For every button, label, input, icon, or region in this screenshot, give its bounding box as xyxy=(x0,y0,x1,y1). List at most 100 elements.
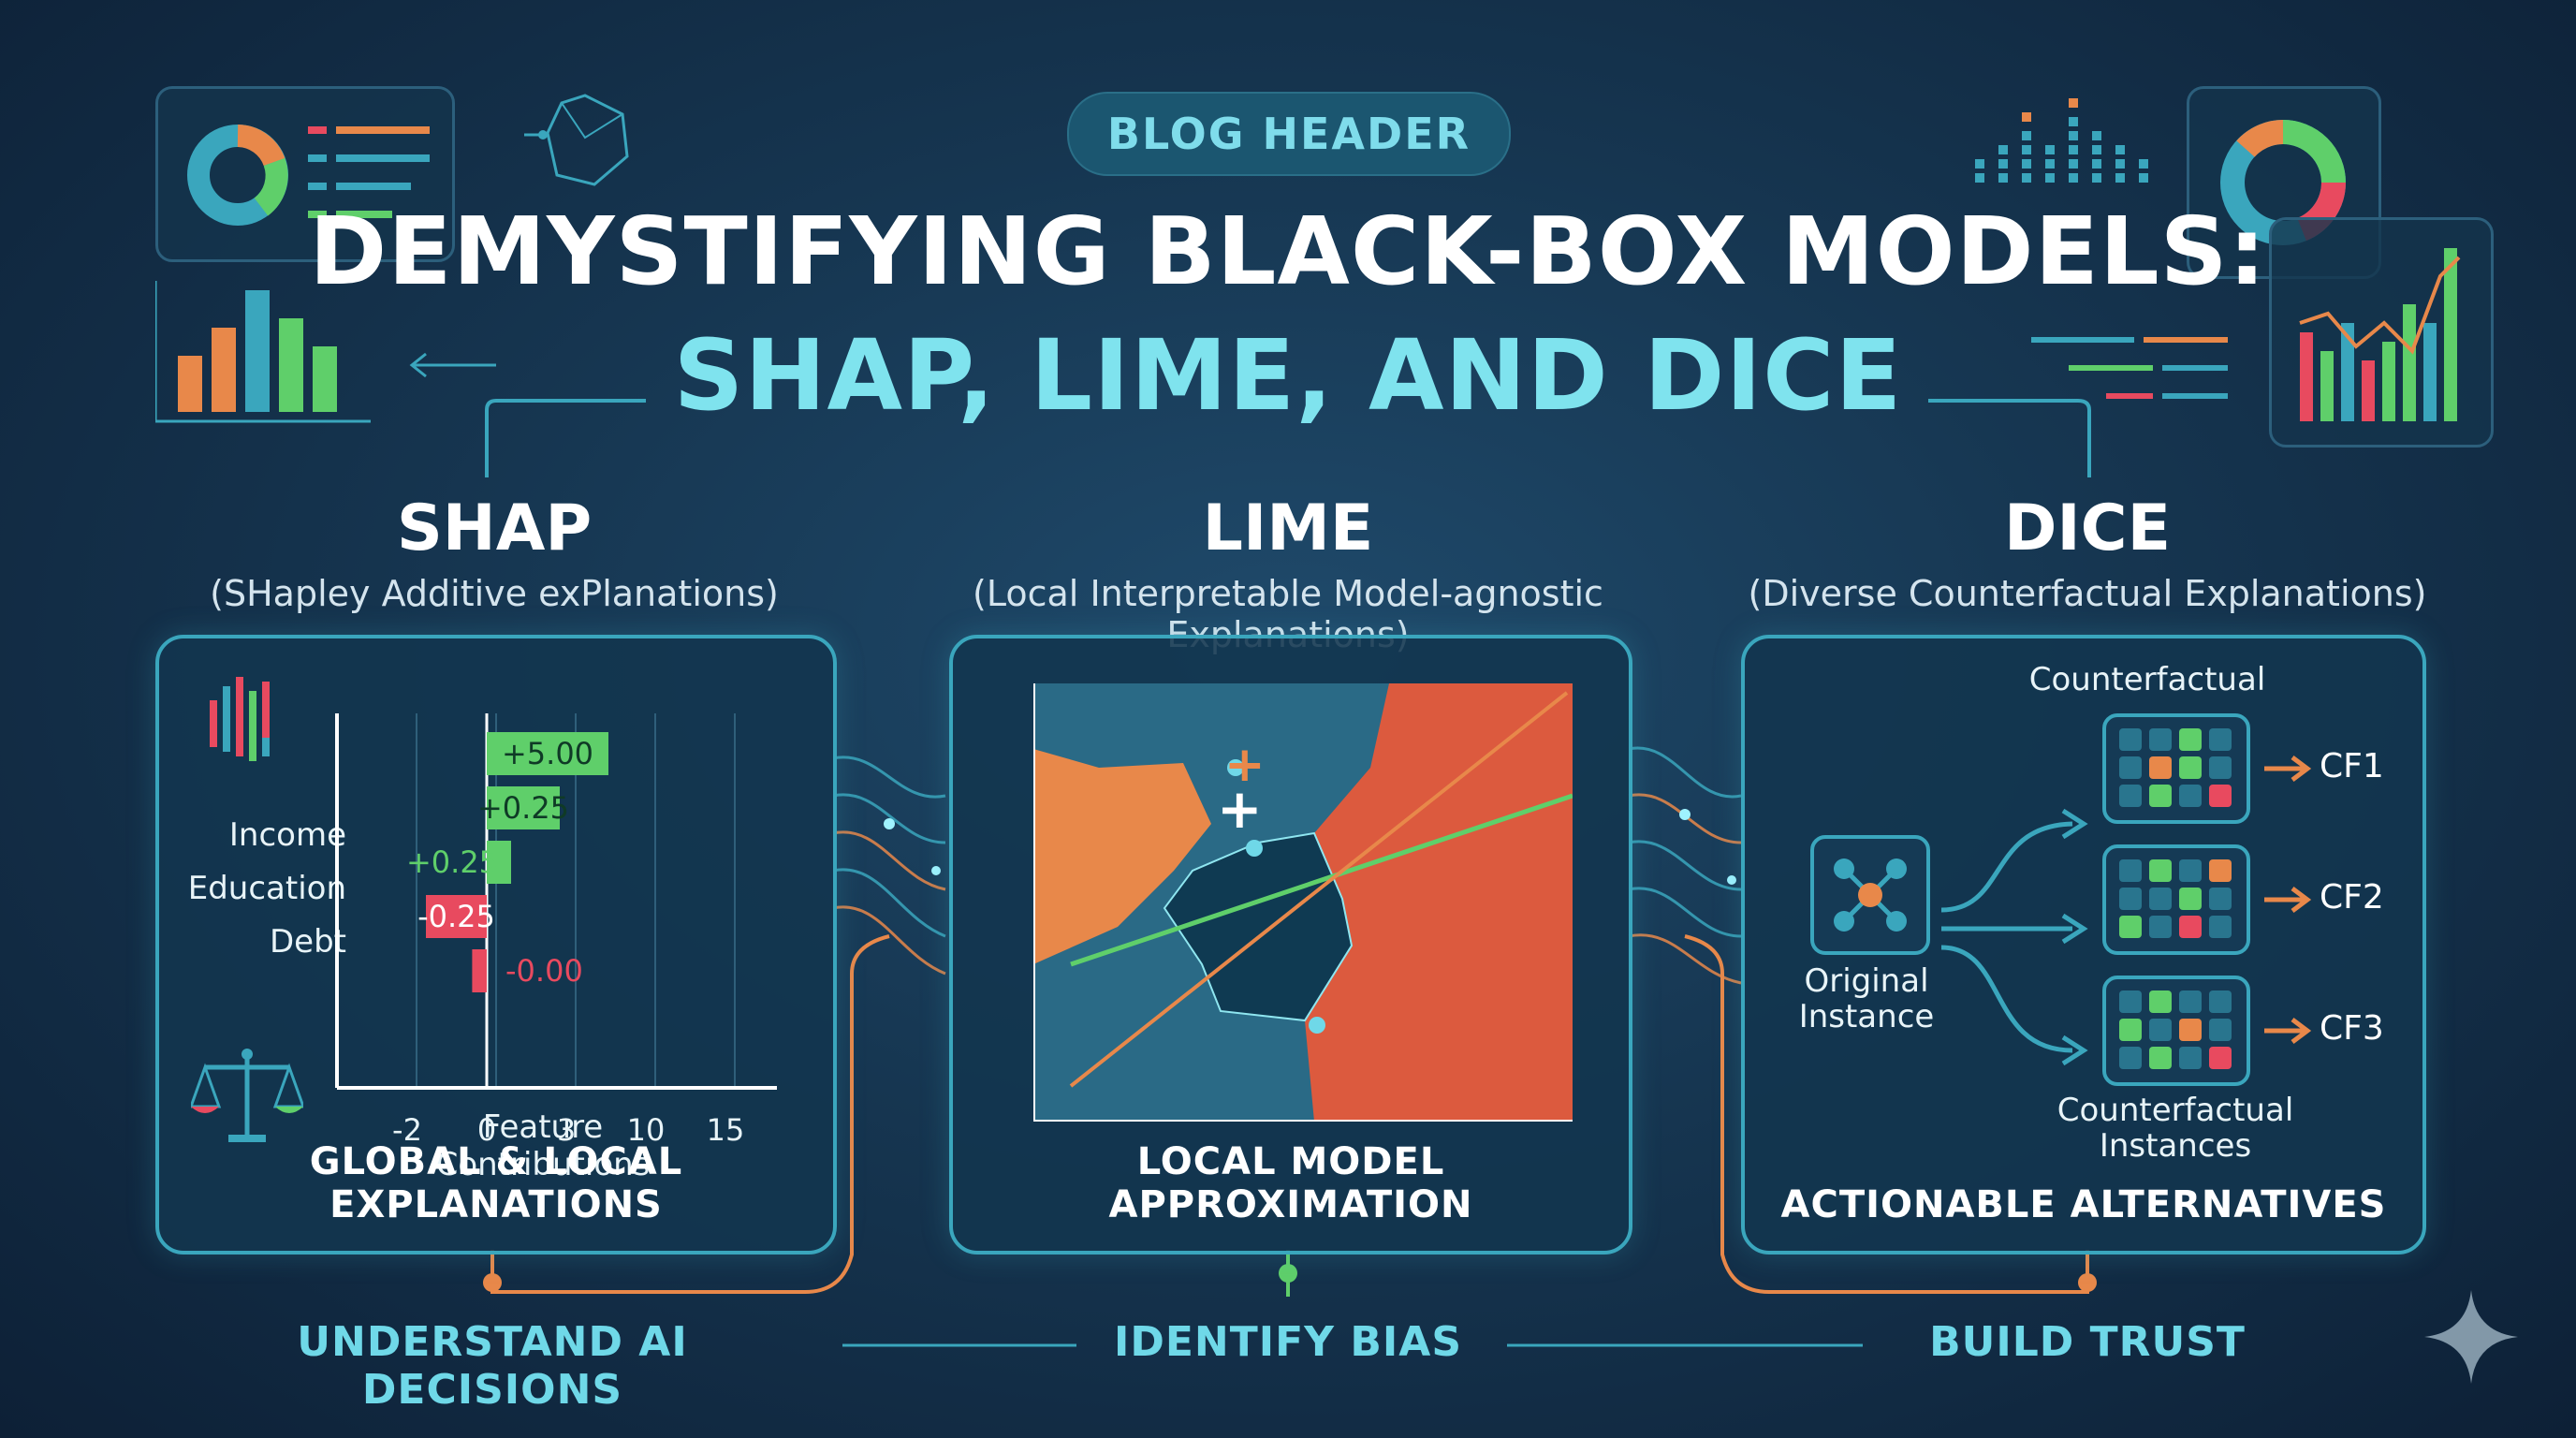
arrow-left-icon xyxy=(409,352,496,378)
shap-x-tick: -2 xyxy=(392,1112,422,1148)
original-instance-box xyxy=(1810,835,1930,955)
cf-grid-cell xyxy=(2149,916,2172,938)
cf-grid-cell xyxy=(2209,1019,2232,1041)
lime-heading: LIME (Local Interpretable Model-agnostic… xyxy=(867,492,1709,655)
line-bar-card xyxy=(2269,217,2494,448)
bottom-label-build-trust: BUILD TRUST xyxy=(1929,1318,2246,1366)
dot-bars-icon xyxy=(1975,98,2148,183)
lime-panel: + + LOCAL MODEL APPROXIMATION xyxy=(949,635,1632,1255)
cf-instances-label-1: Counterfactual xyxy=(2056,1092,2294,1129)
cf-grid-cell xyxy=(2149,1019,2172,1041)
cf-grid-cell xyxy=(2209,990,2232,1013)
shap-bar xyxy=(426,895,487,938)
cf2-grid xyxy=(2102,844,2250,955)
cf-grid-cell xyxy=(2179,888,2202,910)
scales-icon xyxy=(191,1049,303,1142)
shap-bar xyxy=(487,732,608,775)
cf-grid-cell xyxy=(2179,859,2202,882)
cf-grid-cell xyxy=(2209,728,2232,751)
cf-grid-cell xyxy=(2179,728,2202,751)
cf-instances-label-2: Instances xyxy=(2099,1127,2252,1165)
feature-label-education: Education xyxy=(187,870,346,907)
cf-grid-cell xyxy=(2209,888,2232,910)
cf2-label: CF2 xyxy=(2320,878,2384,917)
cf-grid-cell xyxy=(2179,756,2202,779)
cf-grid-cell xyxy=(2149,785,2172,807)
legend-lines-icon xyxy=(2031,337,2228,399)
lime-subtitle-1: (Local Interpretable Model-agnostic xyxy=(973,573,1603,614)
bottom-label-identify-bias: IDENTIFY BIAS xyxy=(1113,1318,1463,1366)
cf-grid-cell xyxy=(2149,728,2172,751)
shap-mini-bars-icon xyxy=(210,677,270,761)
shap-x-tick: 3 xyxy=(557,1112,576,1148)
shap-bar-label: +0.25 xyxy=(477,790,569,826)
cf1-label: CF1 xyxy=(2320,747,2384,785)
shap-bar-label: -0.25 xyxy=(417,899,495,934)
shap-x-tick: 0 xyxy=(477,1112,496,1148)
shap-bar-label: +0.25 xyxy=(406,844,498,880)
bar-chart-icon xyxy=(155,281,371,423)
donut-chart-icon xyxy=(187,125,430,226)
cf-grid-cell xyxy=(2119,916,2142,938)
title-line-1: DEMYSTIFYING BLACK-BOX MODELS: xyxy=(309,197,2267,306)
cf-grid-cell xyxy=(2179,1019,2202,1041)
shap-x-tick: 15 xyxy=(707,1112,745,1148)
cf-grid-cell xyxy=(2119,785,2142,807)
sparkle-icon xyxy=(2424,1290,2518,1384)
dice-panel: Counterfactual Original Instance CF1 CF2… xyxy=(1741,635,2426,1255)
dice-subtitle: (Diverse Counterfactual Explanations) xyxy=(1748,573,2427,614)
cf-grid-cell xyxy=(2209,859,2232,882)
cf-grid-cell xyxy=(2119,990,2142,1013)
shap-bar xyxy=(487,841,511,884)
shap-name: SHAP xyxy=(396,492,593,565)
cf-grid-cell xyxy=(2149,990,2172,1013)
cf-grid-cell xyxy=(2149,756,2172,779)
cf-grid-cell xyxy=(2119,1047,2142,1069)
shap-caption: GLOBAL & LOCAL EXPLANATIONS xyxy=(309,1140,683,1226)
dice-caption: ACTIONABLE ALTERNATIVES xyxy=(1780,1183,2387,1226)
shap-heading: SHAP (SHapley Additive exPlanations) xyxy=(73,492,915,614)
cf1-grid xyxy=(2102,713,2250,824)
cf-grid-cell xyxy=(2119,728,2142,751)
lime-caption: LOCAL MODEL APPROXIMATION xyxy=(1108,1140,1473,1226)
cf3-label: CF3 xyxy=(2320,1009,2384,1048)
line-bar-chart-icon xyxy=(2299,248,2461,421)
cf-grid-cell xyxy=(2179,785,2202,807)
dice-counterfactual-label: Counterfactual xyxy=(2028,661,2266,698)
cf-grid-cell xyxy=(2179,990,2202,1013)
shap-x-tick: 10 xyxy=(627,1112,666,1148)
shap-subtitle: (SHapley Additive exPlanations) xyxy=(210,573,779,614)
blog-header-badge: BLOG HEADER xyxy=(1067,92,1511,176)
top-left-card xyxy=(155,86,455,262)
dice-branch-arrows xyxy=(1940,808,2088,1066)
cf2-arrow-icon xyxy=(2264,887,2312,913)
lime-plus-orange: + xyxy=(1224,737,1266,793)
cf-grid-cell xyxy=(2149,888,2172,910)
shap-bar-label: -0.00 xyxy=(505,953,583,989)
cf3-grid xyxy=(2102,976,2250,1086)
shap-panel: Income Education Debt +5.00 +0.25 +0.25 -0.… xyxy=(155,635,837,1255)
lime-decision-plot xyxy=(1033,683,1573,1122)
dice-name: DICE xyxy=(2003,492,2172,565)
cf-grid-cell xyxy=(2209,756,2232,779)
cf-grid-cell xyxy=(2149,859,2172,882)
feature-label-income: Income xyxy=(228,816,346,854)
cf1-arrow-icon xyxy=(2264,756,2312,782)
cf-grid-cell xyxy=(2179,1047,2202,1069)
shap-bar-label: +5.00 xyxy=(502,736,593,771)
dice-heading: DICE (Diverse Counterfactual Explanation… xyxy=(1666,492,2509,614)
original-label-2: Instance xyxy=(1798,998,1935,1035)
cf-grid-cell xyxy=(2119,1019,2142,1041)
cf-grid-cell xyxy=(2149,1047,2172,1069)
title-line-2: SHAP, LIME, AND DICE xyxy=(673,318,1903,433)
feature-label-debt: Debt xyxy=(269,923,346,961)
cf-grid-cell xyxy=(2179,916,2202,938)
cf3-arrow-icon xyxy=(2264,1018,2312,1044)
lime-plus-white: + xyxy=(1217,777,1263,841)
polyhedron-icon xyxy=(524,94,629,186)
cf-grid-cell xyxy=(2119,859,2142,882)
cf-grid-cell xyxy=(2209,1047,2232,1069)
network-node-icon xyxy=(1834,858,1907,932)
shap-bar-chart: +5.00 +0.25 +0.25 -0.25 -0.00 -2 0 3 10 15 xyxy=(335,713,777,1148)
